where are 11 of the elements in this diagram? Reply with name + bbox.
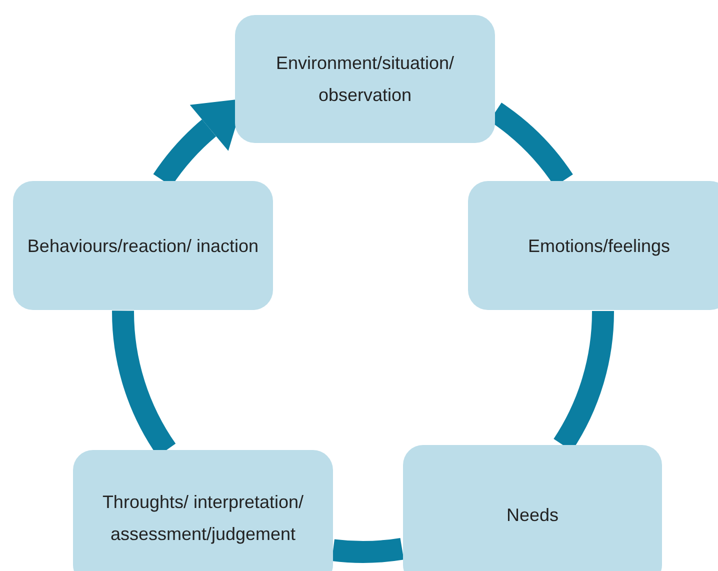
stage-box	[235, 15, 495, 143]
stage-label: Environment/situation/ observation	[274, 52, 456, 107]
stage-label: Emotions/feelings	[528, 234, 670, 258]
stage-label: Behaviours/reaction/ inaction	[27, 234, 259, 258]
cycle-connector	[332, 538, 404, 563]
stage-box	[73, 450, 333, 571]
stage-label: Needs	[506, 504, 559, 527]
stage-box	[13, 181, 273, 310]
stage-label: Throughts/ interpretation/ assessment/judgement	[101, 490, 305, 546]
stage-box	[468, 181, 718, 310]
stage-box	[403, 445, 662, 571]
